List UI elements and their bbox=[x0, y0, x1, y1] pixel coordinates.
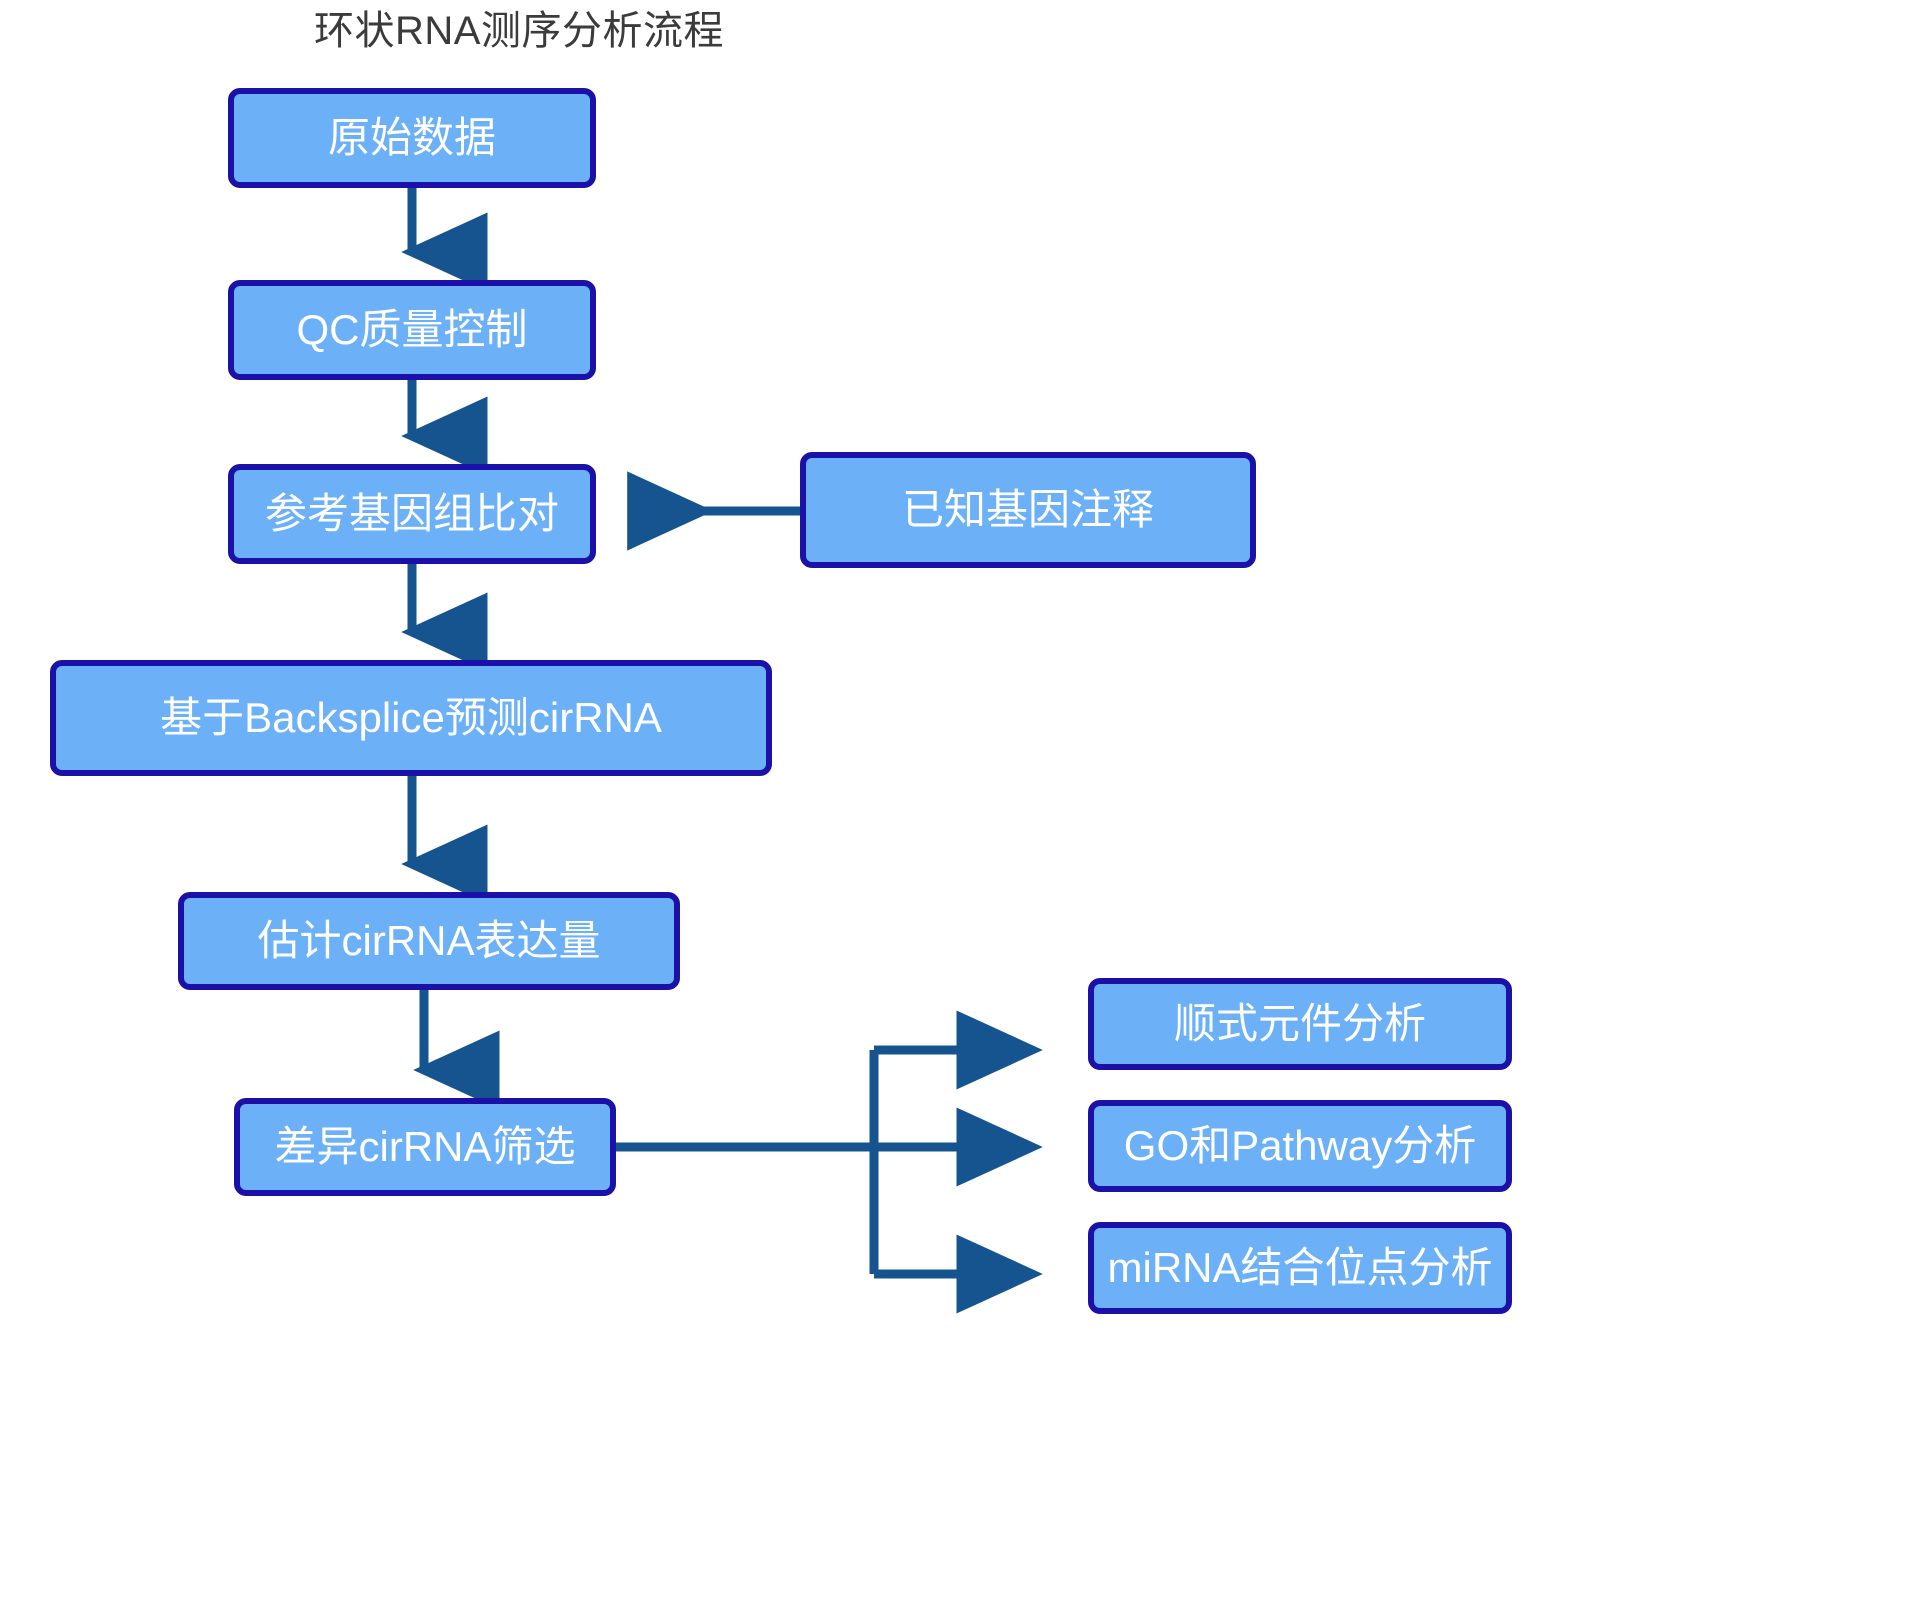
node-estimate-expression[interactable]: 估计cirRNA表达量 bbox=[178, 892, 680, 990]
node-label-genome-align: 参考基因组比对 bbox=[264, 489, 559, 537]
node-label-raw-data: 原始数据 bbox=[327, 113, 496, 161]
node-label-known-gene-annotation: 已知基因注释 bbox=[901, 485, 1154, 533]
node-label-estimate-expression: 估计cirRNA表达量 bbox=[257, 916, 601, 964]
node-label-backsplice-predict: 基于Backsplice预测cirRNA bbox=[160, 693, 662, 741]
node-cis-element-analysis[interactable]: 顺式元件分析 bbox=[1088, 978, 1512, 1070]
node-genome-align[interactable]: 参考基因组比对 bbox=[228, 464, 596, 564]
node-diff-screen[interactable]: 差异cirRNA筛选 bbox=[234, 1098, 616, 1196]
node-qc[interactable]: QC质量控制 bbox=[228, 280, 596, 380]
node-label-mirna-binding-site-analysis: miRNA结合位点分析 bbox=[1107, 1243, 1493, 1291]
node-known-gene-annotation[interactable]: 已知基因注释 bbox=[800, 452, 1256, 568]
node-backsplice-predict[interactable]: 基于Backsplice预测cirRNA bbox=[50, 660, 772, 776]
node-raw-data[interactable]: 原始数据 bbox=[228, 88, 596, 188]
node-go-pathway-analysis[interactable]: GO和Pathway分析 bbox=[1088, 1100, 1512, 1192]
page-title: 环状RNA测序分析流程 bbox=[314, 9, 724, 53]
node-label-cis-element-analysis: 顺式元件分析 bbox=[1173, 999, 1426, 1047]
node-label-qc: QC质量控制 bbox=[296, 305, 528, 353]
node-label-go-pathway-analysis: GO和Pathway分析 bbox=[1123, 1121, 1477, 1169]
node-mirna-binding-site-analysis[interactable]: miRNA结合位点分析 bbox=[1088, 1222, 1512, 1314]
node-label-diff-screen: 差异cirRNA筛选 bbox=[274, 1122, 576, 1170]
